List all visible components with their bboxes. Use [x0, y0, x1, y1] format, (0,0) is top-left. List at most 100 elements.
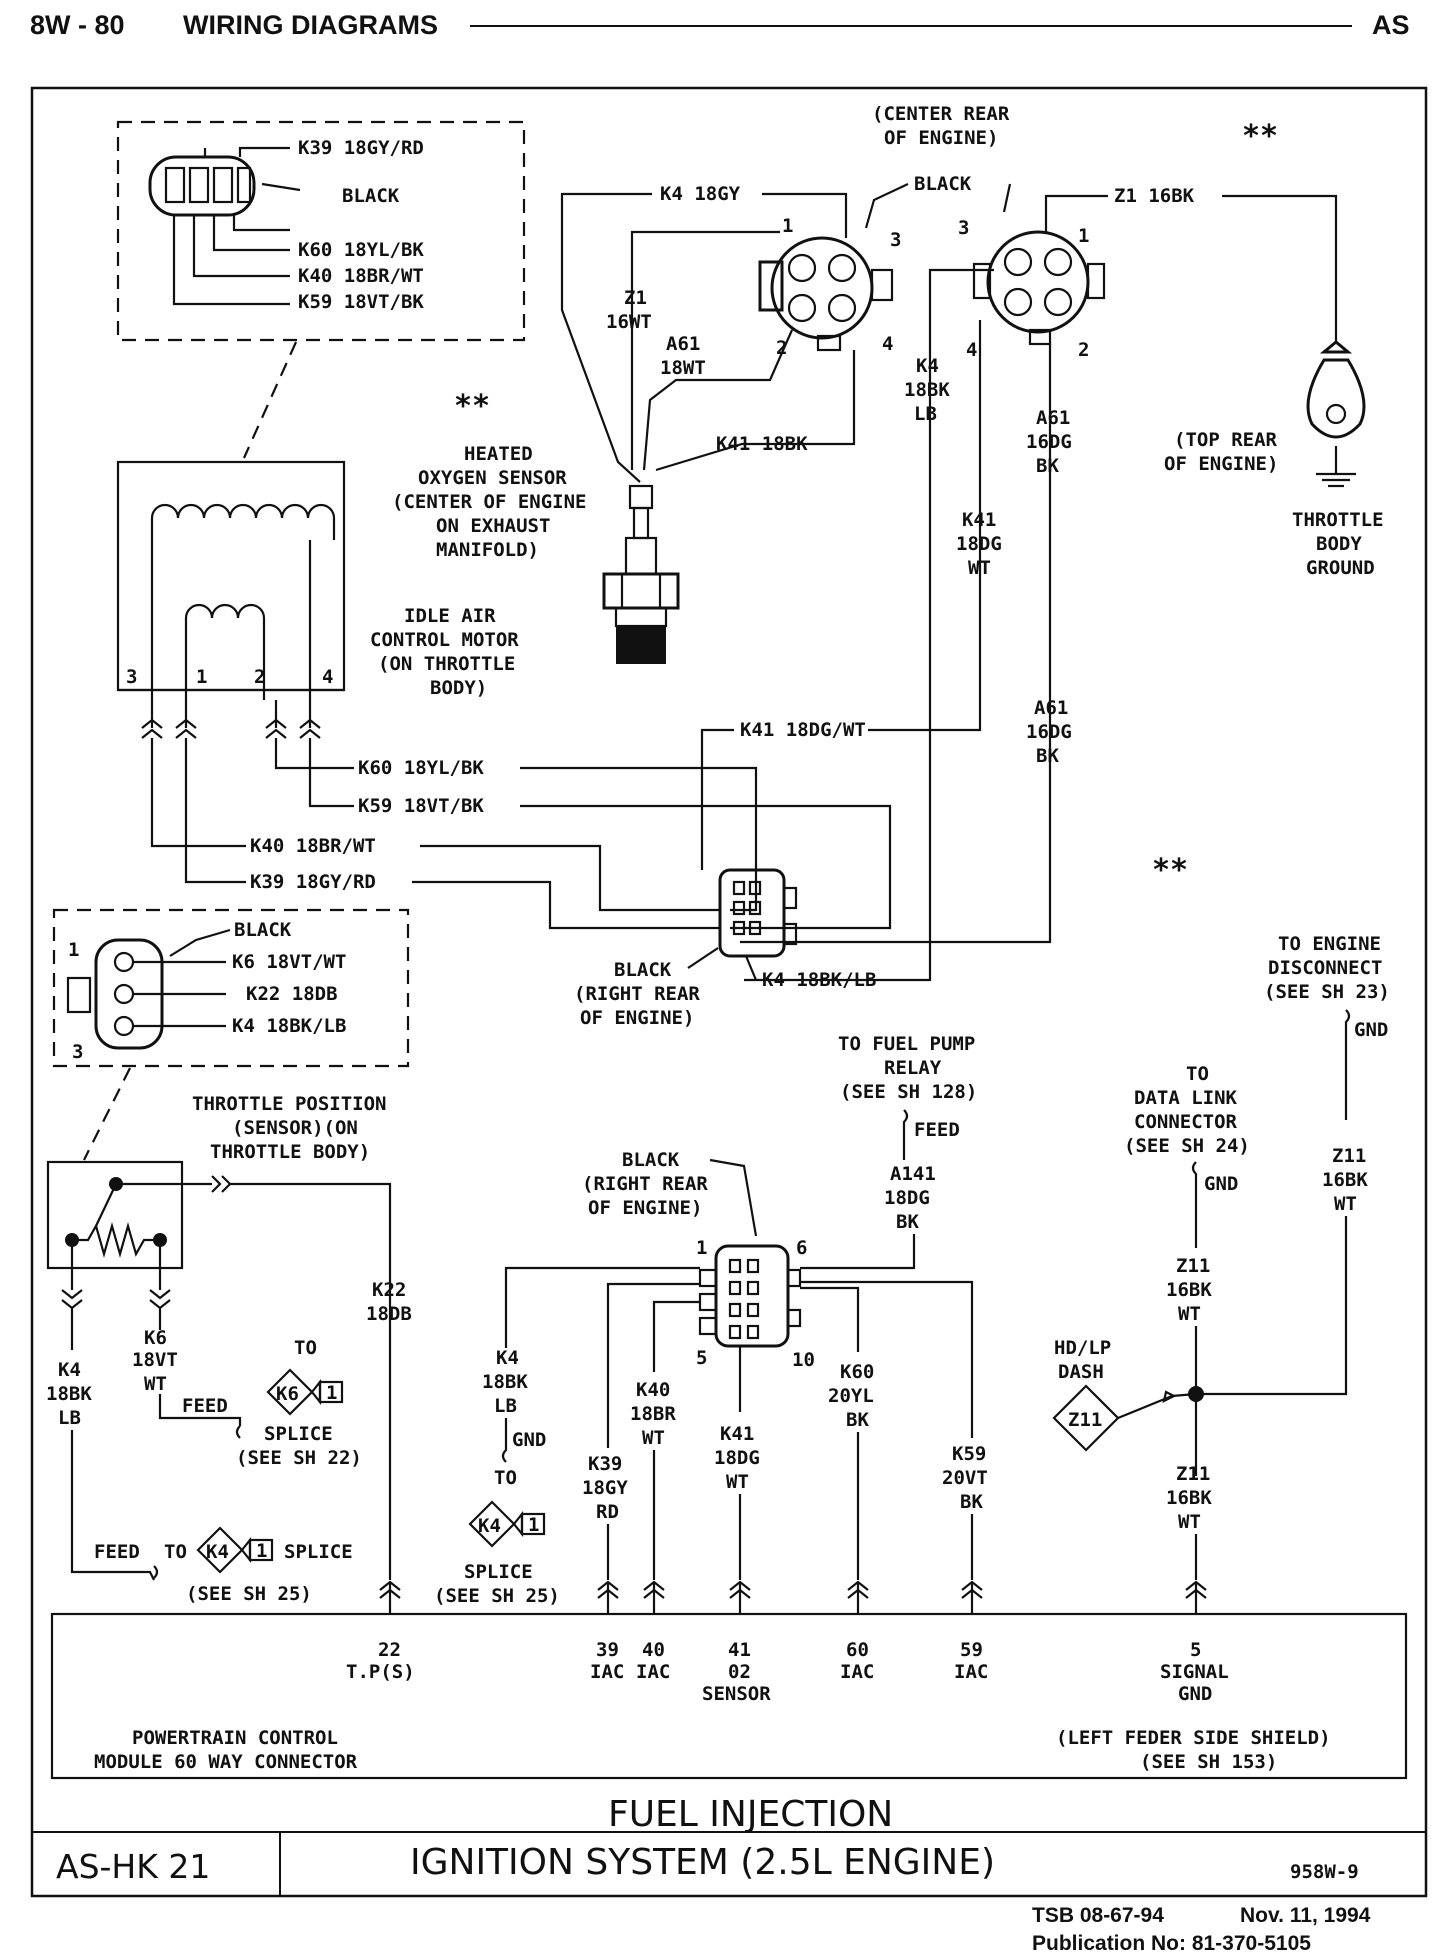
iac-pin-1: 1 — [196, 666, 207, 688]
mid-wire-k59: K59 18VT/BK — [358, 795, 484, 817]
k6-wire-c: WT — [144, 1373, 167, 1395]
c2-pin-5: 5 — [696, 1347, 707, 1369]
note-stars-1: ** — [454, 389, 490, 424]
harness-pin-3: 3 — [958, 217, 969, 239]
pcm-pin-39-num: 39 — [596, 1639, 619, 1661]
mid-wire-k40: K40 18BR/WT — [250, 835, 376, 857]
hdlp-2: DASH — [1058, 1361, 1104, 1383]
tps-pin-3: 3 — [72, 1041, 83, 1063]
o2-pin-4: 4 — [882, 333, 893, 355]
tps-wire-k4: K4 18BK/LB — [232, 1015, 346, 1037]
disc-z11-b: 16BK — [1322, 1169, 1368, 1191]
c2-pin-10: 10 — [792, 1349, 815, 1371]
k6-splice-1: SPLICE — [264, 1423, 333, 1445]
pcm-pin-41-name2: SENSOR — [702, 1683, 771, 1705]
mid-wire-k4: K4 18BK/LB — [762, 969, 876, 991]
pcm-shield-1: (LEFT FEDER SIDE SHIELD) — [1056, 1727, 1331, 1749]
harness-wire-z1: Z1 16BK — [1114, 185, 1195, 207]
mid-wire-k41: K41 18DG/WT — [740, 719, 866, 741]
k4-splice-pin: 1 — [256, 1540, 267, 1562]
k6-to: TO — [294, 1337, 317, 1359]
dlc-z11-a: Z11 — [1176, 1255, 1210, 1277]
pcm-k59-c: BK — [960, 1491, 983, 1513]
pcm-pin-22-name: T.P(S) — [346, 1661, 415, 1683]
k4-wire-b: 18BK — [46, 1383, 92, 1405]
pcm-k4-gnd: GND — [512, 1429, 546, 1451]
o2-wire-k41: K41 18BK — [716, 433, 808, 455]
pcm-k4-c: LB — [494, 1395, 517, 1417]
c2-pin-6: 6 — [796, 1237, 807, 1259]
pcm-pin-40-num: 40 — [642, 1639, 665, 1661]
harness-a61-a: A61 — [1036, 407, 1070, 429]
o2-wire-a61-b: 18WT — [660, 357, 706, 379]
c2-label-2: (RIGHT REAR — [582, 1173, 708, 1195]
disc-z11-c: WT — [1334, 1193, 1357, 1215]
harness-connector-c1: K41 18DG/WT BLACK (RIGHT REAR OF ENGINE)… — [574, 719, 876, 1029]
k4-wire-c: LB — [58, 1407, 81, 1429]
pcm-k60-c: BK — [846, 1409, 869, 1431]
iac-label-4: BODY) — [430, 677, 487, 699]
pcm-k4-splice-pin: 1 — [528, 1514, 539, 1536]
ground-label-1: THROTTLE — [1292, 509, 1384, 531]
disc-z11-a: Z11 — [1332, 1145, 1366, 1167]
harness-k41-c: WT — [968, 557, 991, 579]
tps-connector-color: BLACK — [234, 919, 292, 941]
pcm-k4-b: 18BK — [482, 1371, 528, 1393]
disc-1: TO ENGINE — [1278, 933, 1381, 955]
o2-label-5: MANIFOLD) — [436, 539, 539, 561]
pcm-k39-a: K39 — [588, 1453, 622, 1475]
o2-pin-3: 3 — [890, 229, 901, 251]
pcm-pin-5-name2: GND — [1178, 1683, 1212, 1705]
c1-label-3: OF ENGINE) — [580, 1007, 694, 1029]
iac-wire-k39: K39 18GY/RD — [298, 137, 424, 159]
o2-pin-1: 1 — [782, 215, 793, 237]
pcm-label-2: MODULE 60 WAY CONNECTOR — [94, 1751, 358, 1773]
iac-wire-k40: K40 18BR/WT — [298, 265, 424, 287]
disc-3: (SEE SH 23) — [1264, 981, 1390, 1003]
pcm-pin-39-name: IAC — [590, 1661, 624, 1683]
title-line-2: IGNITION SYSTEM (2.5L ENGINE) — [410, 1842, 995, 1883]
a141-b: 18DG — [884, 1187, 930, 1209]
pcm-k41-a: K41 — [720, 1423, 754, 1445]
dlc-1: TO — [1186, 1063, 1209, 1085]
pcm-k59-a: K59 — [952, 1443, 986, 1465]
fuel-pump-3: (SEE SH 128) — [840, 1081, 977, 1103]
tps-leader — [83, 1067, 131, 1161]
harness-pin-1: 1 — [1078, 225, 1089, 247]
harness-a61-d: A61 — [1034, 697, 1068, 719]
harness-connector-c2: BLACK (RIGHT REAR OF ENGINE) 1 6 5 10 — [582, 1149, 815, 1371]
k4-splice-2: (SEE SH 25) — [186, 1583, 312, 1605]
o2-wire-a61-a: A61 — [666, 333, 700, 355]
k4-wire-a: K4 — [58, 1359, 81, 1381]
footer-publication: Publication No: 81-370-5105 — [1032, 1932, 1311, 1955]
note-stars-3: ** — [1152, 853, 1188, 888]
pcm-pin-59-num: 59 — [960, 1639, 983, 1661]
pcm-terminals — [379, 1580, 1207, 1614]
iac-pin-3: 3 — [126, 666, 137, 688]
hdlp-z11-c: WT — [1178, 1511, 1201, 1533]
iac-pin-2: 2 — [254, 666, 265, 688]
o2-connector-color: BLACK — [914, 173, 972, 195]
hdlp-z11-a: Z11 — [1176, 1463, 1210, 1485]
dlc-z11-b: 16BK — [1166, 1279, 1212, 1301]
harness-a61-f: BK — [1036, 745, 1059, 767]
a141-c: BK — [896, 1211, 919, 1233]
o2-wire-z1-a: Z1 — [624, 287, 647, 309]
pcm-pin-41-name: 02 — [728, 1661, 751, 1683]
pcm-label-1: POWERTRAIN CONTROL — [132, 1727, 338, 1749]
pcm-k40-c: WT — [642, 1427, 665, 1449]
pcm-pin-41-num: 41 — [728, 1639, 751, 1661]
note-stars-2: ** — [1242, 119, 1278, 154]
pcm-pin-40-name: IAC — [636, 1661, 670, 1683]
k4-feed: FEED — [94, 1541, 140, 1563]
pcm-k4-a: K4 — [496, 1347, 519, 1369]
pcm-k4-splice-2: (SEE SH 25) — [434, 1585, 560, 1607]
o2-label-1: HEATED — [464, 443, 533, 465]
iac-label-1: IDLE AIR — [404, 605, 496, 627]
ground-label-3: GROUND — [1306, 557, 1375, 579]
c2-pin-1: 1 — [696, 1237, 707, 1259]
o2-loc-1: (CENTER REAR — [872, 103, 1010, 125]
k4-splice-1: SPLICE — [284, 1541, 353, 1563]
iac-wire-k59: K59 18VT/BK — [298, 291, 424, 313]
